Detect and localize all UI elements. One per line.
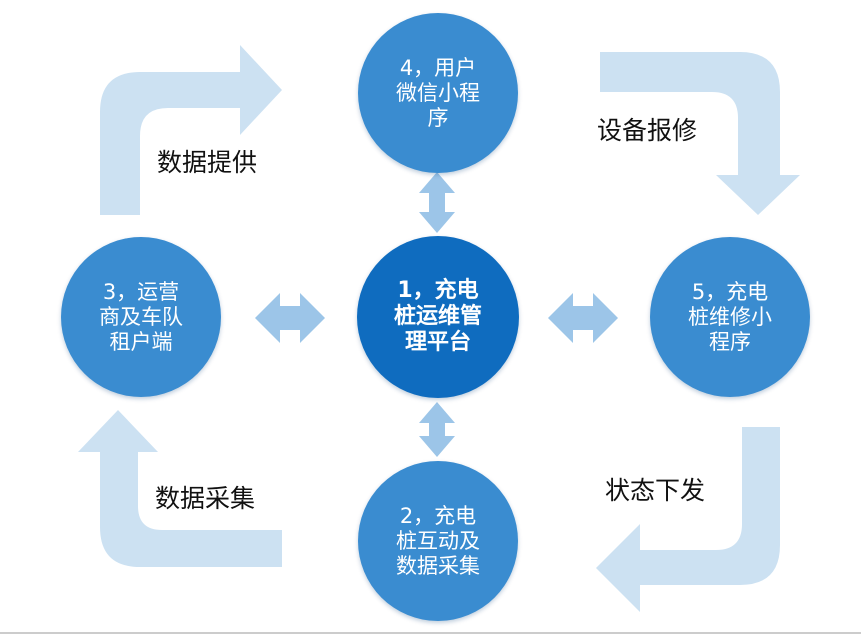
data-collect-arrow bbox=[78, 410, 282, 567]
node-operator: 3，运营商及车队租户端 bbox=[61, 237, 221, 397]
data-provide-arrow bbox=[100, 45, 282, 215]
node-repair-app-label: 5，充电桩维修小程序 bbox=[688, 279, 772, 354]
flow-label-data-provide: 数据提供 bbox=[157, 148, 258, 177]
double-arrow-center-operator bbox=[255, 293, 325, 343]
device-repair-arrow bbox=[600, 52, 800, 215]
node-repair-app: 5，充电桩维修小程序 bbox=[650, 237, 810, 397]
flow-label-status-dispatch: 状态下发 bbox=[605, 476, 706, 505]
node-user-app-label: 4，用户微信小程序 bbox=[396, 55, 480, 130]
status-dispatch-arrow bbox=[596, 427, 780, 612]
double-arrow-center-user bbox=[419, 172, 455, 233]
node-user-app: 4，用户微信小程序 bbox=[358, 13, 518, 173]
node-interact: 2，充电桩互动及数据采集 bbox=[358, 461, 518, 621]
bottom-divider bbox=[0, 632, 861, 634]
flow-label-data-collect: 数据采集 bbox=[155, 484, 256, 513]
node-interact-label: 2，充电桩互动及数据采集 bbox=[396, 503, 480, 578]
flow-label-device-repair: 设备报修 bbox=[597, 116, 698, 145]
node-center-platform: 1，充电桩运维管理平台 bbox=[357, 236, 519, 398]
node-center-platform-label: 1，充电桩运维管理平台 bbox=[393, 278, 482, 355]
node-operator-label: 3，运营商及车队租户端 bbox=[99, 279, 183, 354]
double-arrow-center-interact bbox=[419, 402, 455, 457]
double-arrow-center-repair bbox=[548, 293, 618, 343]
